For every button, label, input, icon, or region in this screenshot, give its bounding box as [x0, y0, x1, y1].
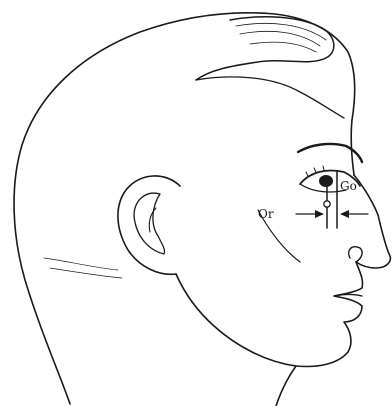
neck-hatch-1	[44, 258, 118, 270]
hair-outline	[196, 17, 334, 80]
hair-temple-line	[196, 77, 344, 118]
nostril	[349, 247, 362, 262]
gonion-label: Go	[340, 179, 357, 193]
throat-line	[276, 366, 296, 406]
mouth-line	[334, 295, 362, 297]
nose-outline	[356, 215, 390, 268]
right-arrow-head	[340, 210, 349, 218]
jaw-outline	[176, 274, 348, 366]
orbitale-point	[324, 201, 330, 207]
orbitale-label: Or	[258, 207, 274, 221]
hair-shading-3	[250, 42, 316, 52]
left-arrow-head	[315, 210, 324, 218]
eye-iris	[319, 175, 333, 187]
head-outline	[14, 13, 355, 404]
lips-outline	[334, 262, 363, 352]
